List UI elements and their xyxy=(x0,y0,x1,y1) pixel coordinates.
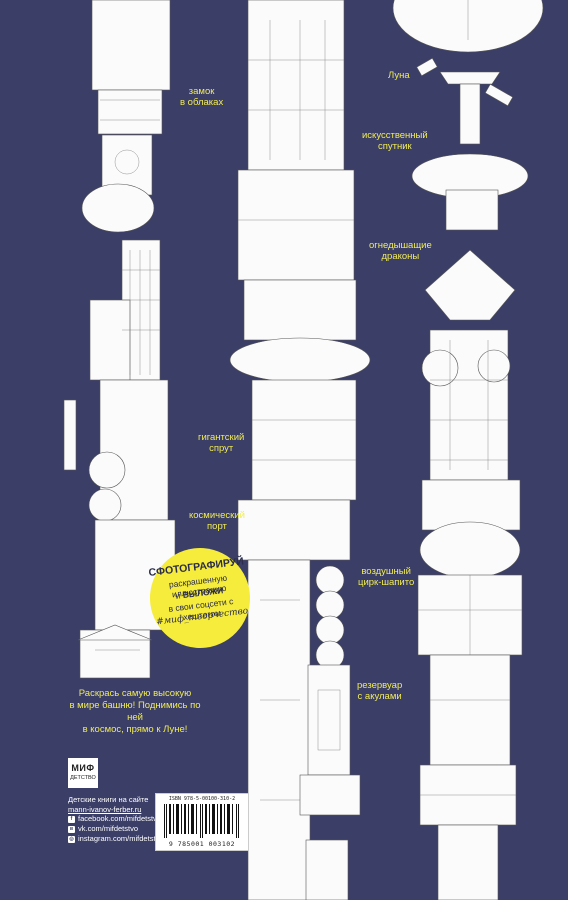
satellite-drawing xyxy=(416,57,514,107)
isbn-barcode: ISBN 978-5-00100-310-2 9 785001 003102 xyxy=(155,793,249,851)
barcode-number: 9 785001 003102 xyxy=(168,840,236,848)
social-link-facebook[interactable]: f facebook.com/mifdetstvo xyxy=(68,814,163,824)
vk-icon: в xyxy=(68,825,75,833)
site-link[interactable]: mann-ivanov-ferber.ru xyxy=(68,805,142,814)
social-link-vk[interactable]: в vk.com/mifdetstvo xyxy=(68,824,139,833)
publisher-site: Детские книги на сайте mann-ivanov-ferbe… xyxy=(68,795,148,815)
social-link-instagram[interactable]: ◎ instagram.com/mifdetstvo xyxy=(68,834,164,843)
publisher-logo: МИФ ДЕТСТВО xyxy=(68,758,98,788)
isbn-text: ISBN 978-5-00100-310-2 xyxy=(168,796,236,802)
label-moon: Луна xyxy=(388,70,410,81)
facebook-icon: f xyxy=(68,815,75,823)
site-label: Детские книги на сайте xyxy=(68,795,149,804)
barcode-bars xyxy=(164,804,239,838)
social-links: f facebook.com/mifdetstvo в vk.com/mifde… xyxy=(68,814,163,844)
instagram-icon: ◎ xyxy=(68,835,75,843)
